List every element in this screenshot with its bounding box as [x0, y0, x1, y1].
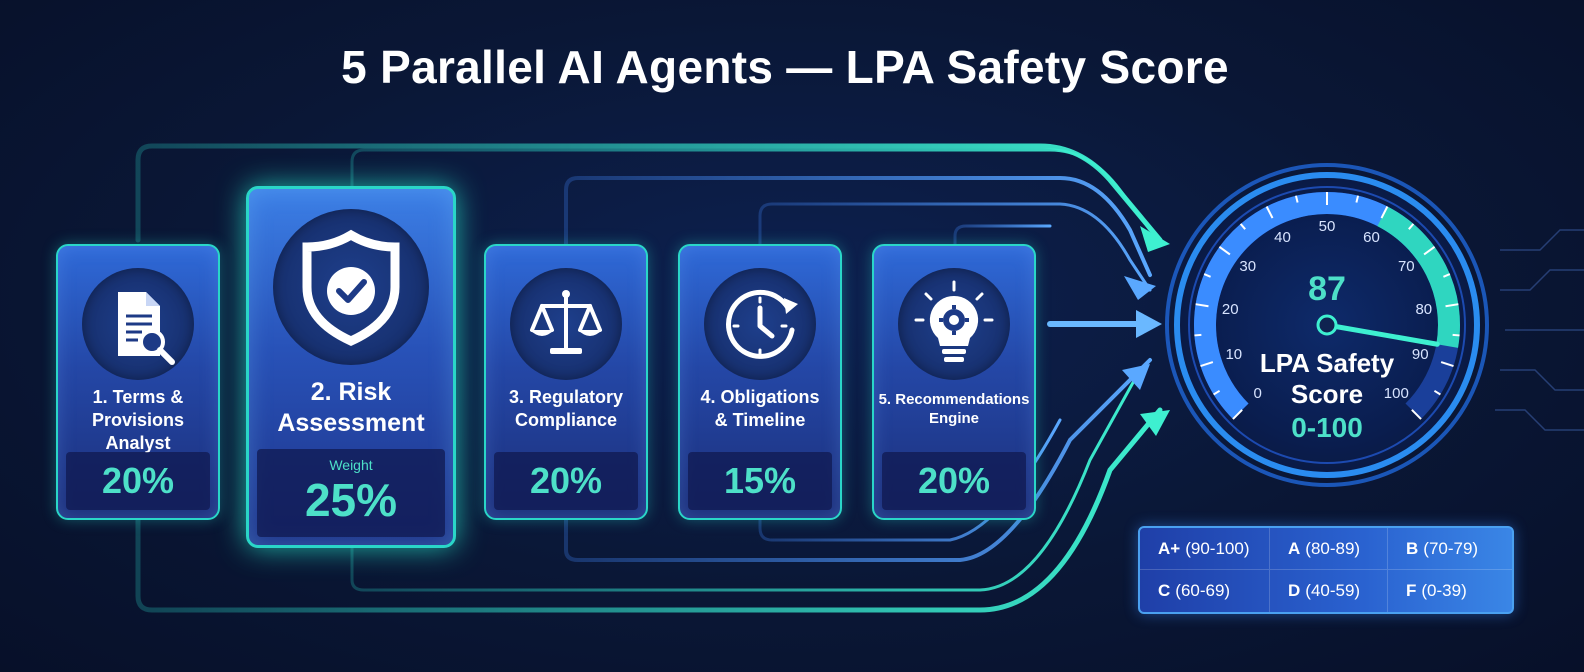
document-search-icon [82, 268, 194, 380]
agent-card-risk: 2. Risk Assessment Weight 25% [246, 186, 456, 548]
gauge-tick-label: 0 [1253, 385, 1262, 403]
agent-label: 1. Terms & Provisions Analyst [91, 387, 185, 453]
grade-range: (70-79) [1423, 538, 1479, 558]
gauge-tick-mark [1194, 333, 1202, 337]
gauge-tick-mark [1195, 303, 1209, 308]
agent-card-terms: 1. Terms & Provisions Analyst 20% [56, 244, 220, 520]
weight-box: Weight 25% [257, 449, 445, 537]
grade-range: (60-69) [1175, 581, 1231, 600]
grade-cell-a-plus: A+(90-100) [1140, 528, 1270, 570]
grade-scale-table: A+(90-100) A(80-89) B(70-79) C(60-69) D(… [1138, 526, 1514, 614]
weight-box: 20% [882, 452, 1026, 510]
gauge-tick-label: 20 [1221, 300, 1239, 318]
weight-caption: Weight [329, 457, 373, 473]
gauge-tick-label: 100 [1383, 385, 1409, 403]
agent-label: 4. Obligations & Timeline [700, 387, 820, 430]
grade-letter: D [1288, 581, 1301, 600]
weight-box: 20% [494, 452, 638, 510]
gauge-tick-mark [1265, 206, 1274, 219]
gauge-tick-mark [1213, 389, 1221, 396]
gauge-tick-mark [1355, 195, 1360, 203]
grade-cell-d: D(40-59) [1270, 570, 1388, 612]
gauge-tick-mark [1294, 195, 1299, 203]
gauge-tick-mark [1239, 223, 1246, 230]
gauge-tick-mark [1445, 303, 1459, 308]
grade-cell-f: F(0-39) [1388, 570, 1512, 612]
gauge-tick-mark [1452, 333, 1460, 337]
grade-range: (0-39) [1421, 581, 1467, 600]
grade-letter: A [1288, 538, 1301, 558]
gauge-tick-mark [1443, 273, 1451, 278]
lightbulb-gear-icon [898, 268, 1010, 380]
gauge-tick-mark [1203, 273, 1211, 278]
gauge-tick-mark [1440, 361, 1454, 368]
gauge-tick-mark [1433, 389, 1441, 396]
grade-cell-c: C(60-69) [1140, 570, 1270, 612]
safety-score-gauge: 0 10 20 30 40 50 60 70 80 90 100 87 LPA Safety Sco… [1162, 160, 1492, 490]
gauge-dial [1165, 163, 1489, 487]
gauge-tick-mark [1200, 361, 1214, 368]
gauge-tick-mark [1380, 206, 1389, 219]
grade-letter: C [1158, 581, 1171, 600]
gauge-range: 0-100 [1291, 412, 1363, 443]
weight-value: 15% [723, 460, 797, 501]
gauge-tick-label: 30 [1239, 258, 1257, 276]
agent-label: 3. Regulatory Compliance [508, 387, 624, 430]
gauge-tick-mark [1218, 246, 1231, 256]
agent-card-regulatory: 3. Regulatory Compliance 20% [484, 244, 648, 520]
weight-box: 15% [688, 452, 832, 510]
grade-cell-b: B(70-79) [1388, 528, 1512, 570]
grade-range: (90-100) [1185, 538, 1250, 558]
agent-label: 5. Recommendations Engine [878, 391, 1030, 427]
weight-value: 20% [917, 460, 991, 501]
gauge-tick-label: 90 [1411, 346, 1429, 364]
gauge-tick-mark [1232, 409, 1243, 420]
gauge-tick-label: 40 [1274, 228, 1291, 246]
page-title: 5 Parallel AI Agents — LPA Safety Score [341, 41, 1229, 93]
gauge-tick-mark [1408, 223, 1415, 230]
shield-check-icon [273, 209, 429, 365]
grade-range: (80-89) [1305, 538, 1361, 558]
clock-icon [704, 268, 816, 380]
weight-value: 20% [529, 460, 603, 501]
gauge-tick-mark [1411, 409, 1422, 420]
weight-box: 20% [66, 452, 210, 510]
grade-letter: A+ [1158, 538, 1181, 558]
gauge-tick-mark [1423, 246, 1436, 256]
weight-value: 25% [304, 474, 398, 526]
grade-letter: F [1406, 581, 1417, 600]
gauge-tick-label: 70 [1397, 258, 1415, 276]
gauge-title: LPA Safety Score [1259, 348, 1395, 409]
gauge-tick-label: 80 [1415, 300, 1433, 318]
grade-letter: B [1406, 538, 1419, 558]
weight-value: 20% [101, 460, 175, 501]
agent-label: 2. Risk Assessment [277, 378, 425, 437]
scales-icon [510, 268, 622, 380]
grade-range: (40-59) [1305, 581, 1361, 600]
gauge-tick-label: 60 [1363, 228, 1380, 246]
gauge-tick-label: 50 [1318, 218, 1336, 235]
agent-card-obligations: 4. Obligations & Timeline 15% [678, 244, 842, 520]
gauge-tick-label: 10 [1225, 346, 1243, 364]
gauge-score-value: 87 [1308, 270, 1346, 308]
agent-card-recommendations: 5. Recommendations Engine 20% [872, 244, 1036, 520]
grade-cell-a: A(80-89) [1270, 528, 1388, 570]
